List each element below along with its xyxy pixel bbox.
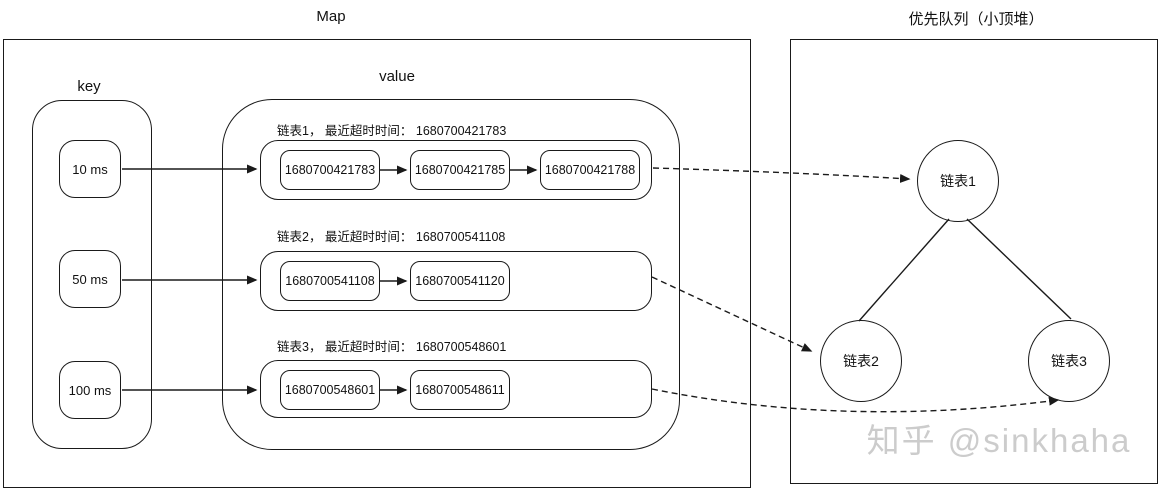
node-value: 1680700541108 <box>285 274 375 288</box>
node-value: 1680700421785 <box>414 163 506 177</box>
heap-node-label: 链表2 <box>843 353 879 369</box>
heap-title: 优先队列（小顶堆） <box>908 11 1044 28</box>
list1-container <box>260 140 652 200</box>
heap-node-label: 链表1 <box>940 173 976 189</box>
list1-node-3: 1680700421788 <box>540 150 640 190</box>
key-label: 10 ms <box>72 161 108 177</box>
heap-node-label: 链表3 <box>1051 353 1087 369</box>
node-value: 1680700548611 <box>415 383 505 397</box>
heap-node-list3: 链表3 <box>1028 320 1110 402</box>
heap-node-list2: 链表2 <box>820 320 902 402</box>
key-box-50ms: 50 ms <box>59 250 121 308</box>
key-label: 100 ms <box>68 382 112 398</box>
list3-caption: 链表3， 最近超时时间： 1680700548601 <box>277 340 507 354</box>
map-title: Map <box>316 8 346 25</box>
heap-panel <box>790 39 1158 484</box>
key-column-label: key <box>77 78 101 95</box>
list1-node-2: 1680700421785 <box>410 150 510 190</box>
watermark: 知乎 @sinkhaha <box>866 422 1132 459</box>
list2-caption: 链表2， 最近超时时间： 1680700541108 <box>277 230 506 244</box>
list3-container <box>260 360 652 418</box>
node-value: 1680700548601 <box>284 383 376 397</box>
key-container <box>32 100 152 449</box>
key-box-10ms: 10 ms <box>59 140 121 198</box>
map-panel <box>3 39 751 488</box>
key-label: 50 ms <box>72 271 108 287</box>
list2-container <box>260 251 652 311</box>
value-column-label: value <box>379 68 415 85</box>
list1-node-1: 1680700421783 <box>280 150 380 190</box>
list2-node-1: 1680700541108 <box>280 261 380 301</box>
value-container <box>222 99 680 450</box>
list3-node-1: 1680700548601 <box>280 370 380 410</box>
list1-caption: 链表1， 最近超时时间： 1680700421783 <box>277 124 507 138</box>
node-value: 1680700541120 <box>415 274 505 288</box>
node-value: 1680700421783 <box>284 163 376 177</box>
heap-node-list1: 链表1 <box>917 140 999 222</box>
list2-node-2: 1680700541120 <box>410 261 510 301</box>
node-value: 1680700421788 <box>544 163 636 177</box>
key-box-100ms: 100 ms <box>59 361 121 419</box>
list3-node-2: 1680700548611 <box>410 370 510 410</box>
